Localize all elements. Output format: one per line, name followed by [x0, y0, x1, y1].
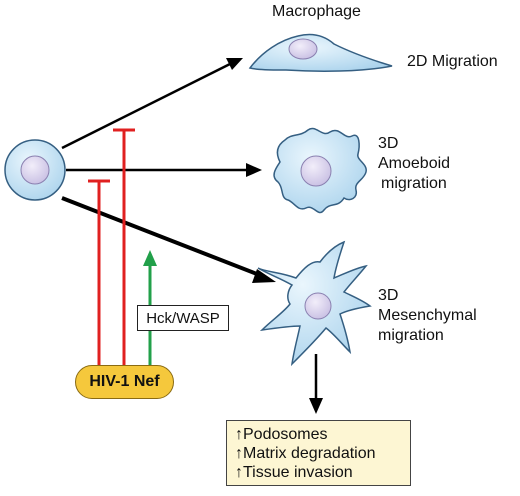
monocyte-cell: [4, 139, 66, 201]
nef-inhibition-of-amoeboid: [88, 179, 110, 366]
macrophage-2d-cell: [248, 33, 393, 72]
label-line: Mesenchymal: [378, 307, 477, 324]
macrophage-title: Macrophage: [272, 3, 361, 20]
arrow-to-outcomes: [309, 354, 323, 414]
label-2d-migration: 2D Migration: [407, 52, 498, 72]
label-line: 2D Migration: [407, 53, 498, 70]
label-line: migration: [378, 327, 444, 344]
amoeboid-cell: [273, 127, 367, 214]
label-line: migration: [381, 175, 447, 192]
label-amoeboid-migration: 3D Amoeboid migration: [378, 134, 450, 194]
arrow-to-amoeboid-migration: [66, 163, 262, 177]
outcome-item: ↑Podosomes: [235, 426, 328, 443]
outcome-item: ↑Matrix degradation: [235, 445, 376, 462]
label-line: 3D: [378, 287, 399, 304]
hck-wasp-label: Hck/WASP: [137, 305, 229, 331]
label-line: 3D: [378, 135, 399, 152]
outcome-item: ↑Tissue invasion: [235, 464, 353, 481]
mesenchymal-cell: [257, 240, 372, 367]
label-line: Amoeboid: [378, 155, 451, 172]
nef-inhibition-of-2d-migration: [113, 128, 135, 366]
arrow-to-2d-migration: [61, 58, 243, 150]
outcomes-box: ↑Podosomes ↑Matrix degradation ↑Tissue i…: [226, 420, 411, 486]
arrow-to-mesenchymal-migration: [61, 196, 276, 283]
hiv-nef-node: HIV-1 Nef: [75, 365, 174, 399]
label-mesenchymal-migration: 3D Mesenchymal migration: [378, 286, 477, 346]
